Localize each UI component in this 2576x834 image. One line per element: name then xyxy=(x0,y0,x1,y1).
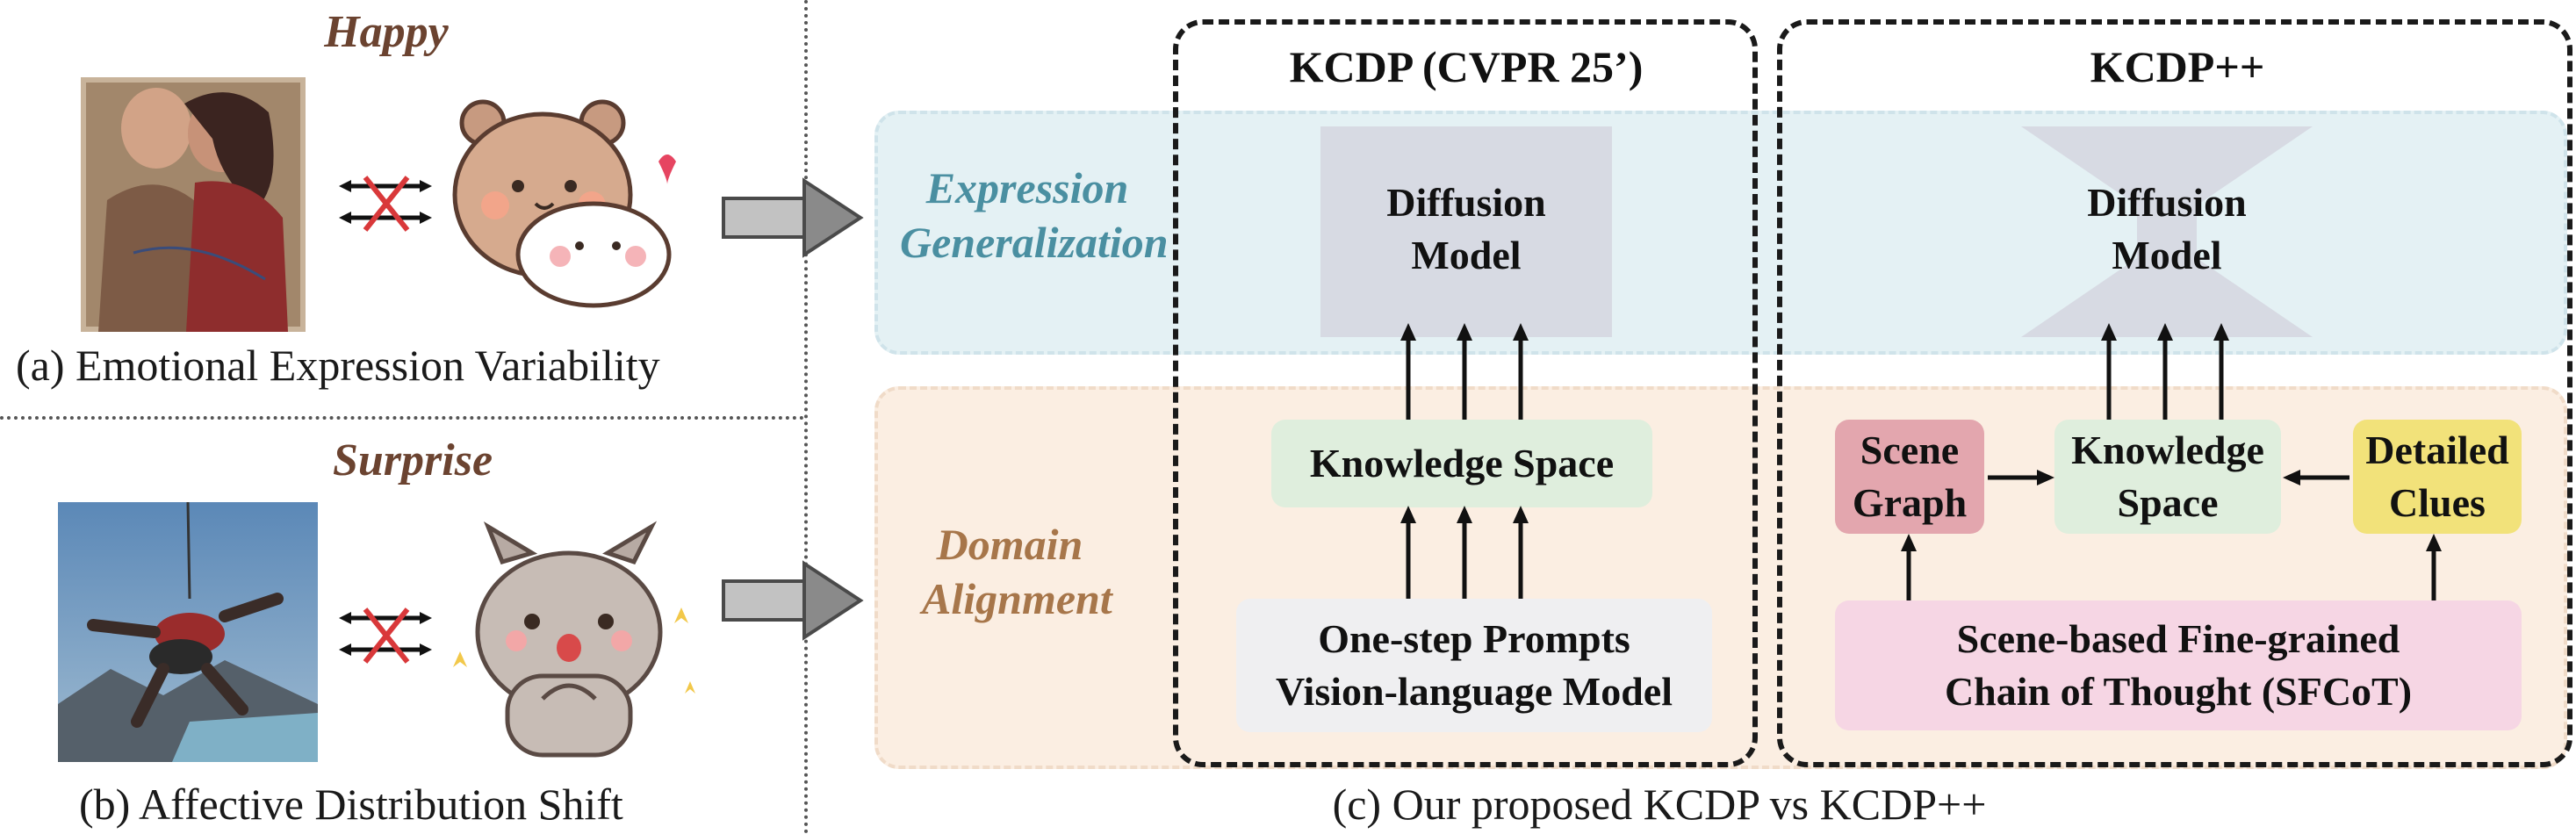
kcdppp-scene-graph: Scene Graph xyxy=(1835,420,1984,534)
expression-generalization-band xyxy=(874,111,2567,355)
horizontal-divider xyxy=(0,416,804,420)
kcdppp-diffusion-line1: Diffusion xyxy=(2087,180,2247,225)
kcdppp-diffusion-line2: Model xyxy=(2112,233,2222,277)
kcdp-arrows-up-bottom xyxy=(1400,506,1529,599)
kcdppp-knowledge-line2: Space xyxy=(2117,480,2219,525)
stage-label-expression: Expression Generalization xyxy=(887,158,1169,272)
emotion-label-surprise: Surprise xyxy=(332,435,493,485)
right-arrow-icon xyxy=(722,177,864,258)
mismatch-cross-icon xyxy=(339,176,432,232)
kcdp-title: KCDP (CVPR 25’) xyxy=(1289,42,1644,91)
stage-label-expression-text: Expression Generalization xyxy=(900,163,1169,267)
right-arrow-icon-2 xyxy=(722,560,864,641)
kcdppp-detailed-clues: Detailed Clues xyxy=(2353,420,2522,534)
kcdppp-knowledge-line1: Knowledge xyxy=(2071,428,2264,472)
kcdppp-arrows-up xyxy=(2101,323,2229,420)
kcdp-diffusion-shape xyxy=(1320,126,1612,337)
kcdp-prompts-line2: Vision-language Model xyxy=(1276,669,1673,714)
skydiving-photo xyxy=(58,501,318,762)
kcdp-diffusion-line2: Model xyxy=(1411,233,1522,277)
kcdppp-sfcot-box: Scene-based Fine-grained Chain of Though… xyxy=(1835,600,2522,730)
kcdppp-sfcot-line2: Chain of Thought (SFCoT) xyxy=(1944,669,2413,714)
kcdp-column-frame xyxy=(1173,19,1758,767)
hugging-bears-sticker xyxy=(452,99,676,308)
kcdppp-diffusion-shape xyxy=(2021,126,2313,337)
kcdppp-title: KCDP++ xyxy=(2090,42,2265,91)
kcdppp-column-frame xyxy=(1777,19,2572,767)
vertical-divider xyxy=(804,0,808,834)
kcdppp-clues-line2: Clues xyxy=(2389,480,2486,525)
stage-label-domain-text: Domain Alignment xyxy=(922,520,1112,623)
surprised-cat-sticker xyxy=(453,521,695,758)
kcdppp-knowledge-space: Knowledge Space xyxy=(2054,420,2281,534)
kcdppp-diffusion-label: Diffusion Model xyxy=(2021,172,2313,286)
kcdp-prompts-line1: One-step Prompts xyxy=(1318,616,1630,661)
caption-c: (c) Our proposed KCDP vs KCDP++ xyxy=(1332,780,1987,829)
kcdppp-clues-line1: Detailed xyxy=(2365,428,2509,472)
kcdppp-scene-line2: Graph xyxy=(1852,480,1968,525)
kcdppp-scene-line1: Scene xyxy=(1860,428,1960,472)
kcdp-diffusion-line1: Diffusion xyxy=(1386,180,1546,225)
kcdppp-sfcot-line1: Scene-based Fine-grained xyxy=(1956,616,2400,661)
kcdppp-horizontal-arrows xyxy=(1988,470,2349,485)
kcdp-knowledge-space: Knowledge Space xyxy=(1271,420,1652,507)
caption-b: (b) Affective Distribution Shift xyxy=(79,780,623,829)
kcdp-prompts-box: One-step Prompts Vision-language Model xyxy=(1236,599,1712,732)
emotion-label-happy: Happy xyxy=(324,6,449,57)
couple-photo xyxy=(81,77,306,332)
caption-a: (a) Emotional Expression Variability xyxy=(16,341,660,390)
kcdp-diffusion-label: Diffusion Model xyxy=(1320,172,1612,286)
stage-label-domain: Domain Alignment xyxy=(887,514,1133,629)
mismatch-cross-icon-2 xyxy=(339,608,432,664)
kcdppp-side-arrows xyxy=(1901,534,2442,600)
kcdp-arrows-up-top xyxy=(1400,323,1529,420)
